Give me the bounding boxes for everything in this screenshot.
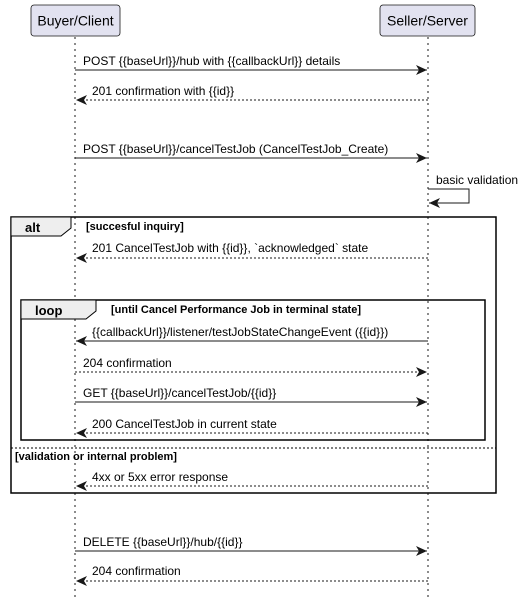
alt-fragment: alt [succesful inquiry] [validation or i… — [10, 216, 497, 494]
message-4-label: basic validation — [436, 173, 518, 187]
participant-server-label: Seller/Server — [387, 13, 468, 29]
message-2-label: 201 confirmation with {{id}} — [92, 84, 234, 98]
message-6-label: {{callbackUrl}}/listener/testJobStateCha… — [92, 325, 388, 339]
else-guard: [validation or internal problem] — [15, 451, 177, 463]
alt-guard: [succesful inquiry] — [86, 221, 184, 233]
message-10-label: 4xx or 5xx error response — [92, 470, 228, 484]
loop-fragment: loop [until Cancel Performance Job in te… — [20, 299, 486, 441]
message-12-label: 204 confirmation — [92, 564, 181, 578]
message-9-label: 200 CancelTestJob in current state — [92, 417, 277, 431]
loop-keyword: loop — [35, 303, 62, 318]
alt-keyword: alt — [25, 220, 41, 235]
message-8-label: GET {{baseUrl}}/cancelTestJob/{{id}} — [83, 386, 276, 400]
message-1-label: POST {{baseUrl}}/hub with {{callbackUrl}… — [83, 54, 340, 68]
participant-client-label: Buyer/Client — [37, 13, 113, 29]
message-3-label: POST {{baseUrl}}/cancelTestJob (CancelTe… — [83, 142, 388, 156]
participant-client: Buyer/Client — [30, 4, 121, 37]
loop-guard: [until Cancel Performance Job in termina… — [111, 304, 361, 316]
message-11-label: DELETE {{baseUrl}}/hub/{{id}} — [83, 535, 242, 549]
message-5-label: 201 CancelTestJob with {{id}}, `acknowle… — [92, 241, 369, 255]
participant-server: Seller/Server — [379, 4, 476, 37]
message-4-self-arrow — [428, 188, 470, 208]
message-7-label: 204 confirmation — [83, 356, 172, 370]
